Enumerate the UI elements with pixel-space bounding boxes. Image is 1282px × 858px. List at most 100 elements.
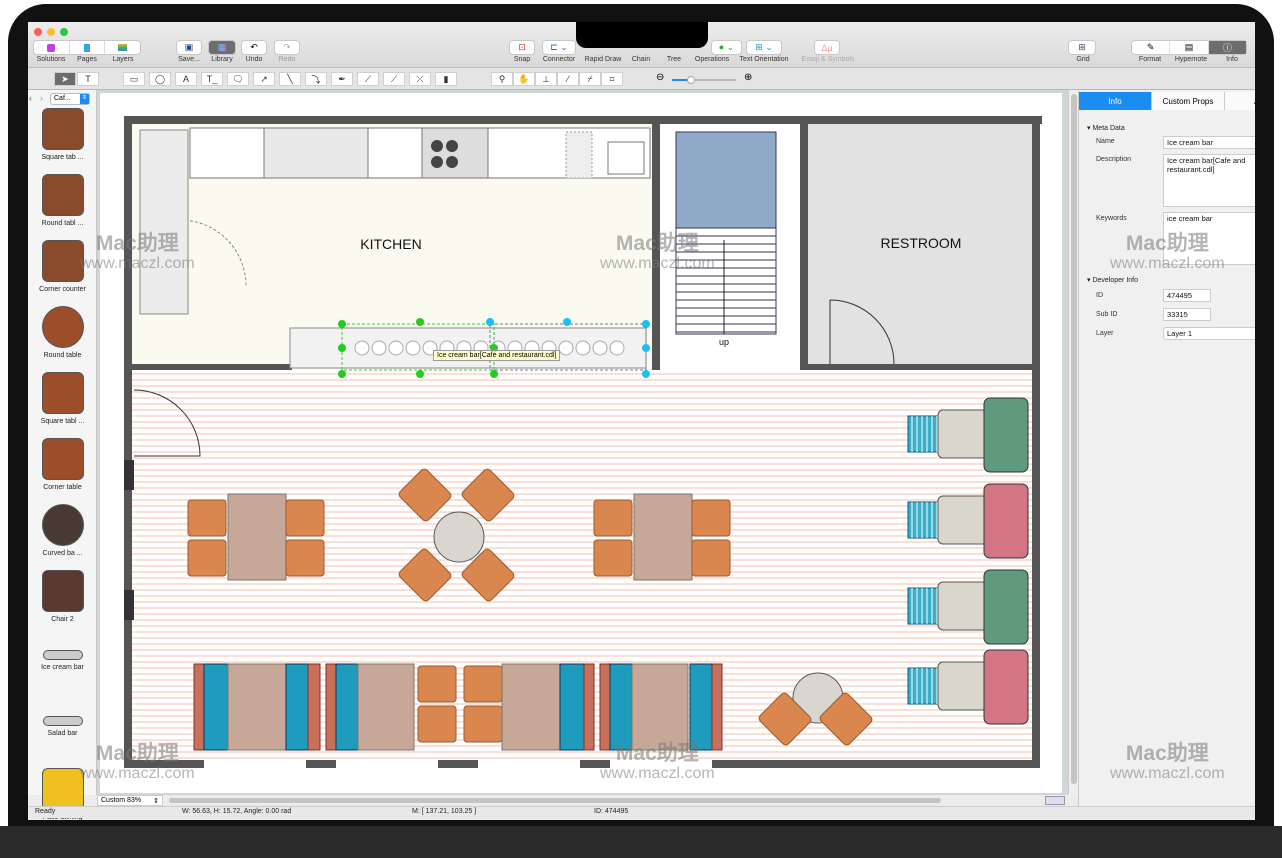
canvas-footer: Custom 83%⇕ xyxy=(97,795,1078,806)
keywords-field[interactable]: ice cream bar xyxy=(1163,212,1255,265)
zoom-in-icon[interactable]: ⊕ xyxy=(744,72,753,83)
hypernote-label: Hypernote xyxy=(1174,56,1208,63)
pages-icon xyxy=(84,43,90,52)
brush-tool-icon[interactable]: ⌿ xyxy=(579,72,601,86)
library-item[interactable]: Corner table xyxy=(28,434,97,491)
close-button[interactable] xyxy=(34,28,42,36)
wall xyxy=(580,760,610,768)
layers-button[interactable] xyxy=(105,41,140,54)
zoom-slider[interactable] xyxy=(672,76,736,84)
meta-data-section[interactable]: ▾ Meta Data xyxy=(1087,125,1125,132)
tree-label[interactable]: Tree xyxy=(666,56,682,63)
zoom-dropdown[interactable]: Custom 83%⇕ xyxy=(97,795,163,806)
library-selector[interactable]: Caf...⇕ xyxy=(50,93,90,105)
emoji-symbols-button[interactable]: Δμ xyxy=(814,40,840,55)
eyedropper-tool-icon[interactable]: ⁄ xyxy=(557,72,579,86)
bezier-tool-icon[interactable]: ⟋ xyxy=(357,72,379,86)
zoom-out-icon[interactable]: ⊖ xyxy=(656,72,665,83)
shape-tool-icon[interactable]: ▮ xyxy=(435,72,457,86)
line-tool-icon[interactable]: ╲ xyxy=(279,72,301,86)
undo-button[interactable]: ↶ xyxy=(241,40,267,55)
stamp-tool-icon[interactable]: ⊥ xyxy=(535,72,557,86)
selection-handle xyxy=(338,370,346,378)
rapid-draw-label[interactable]: Rapid Draw xyxy=(584,56,622,63)
pages-button[interactable] xyxy=(70,41,106,54)
redo-button[interactable]: ↷ xyxy=(274,40,300,55)
id-field[interactable]: 474495 xyxy=(1163,289,1211,302)
chair xyxy=(398,468,452,522)
bar-stool xyxy=(558,340,574,356)
selection-handle xyxy=(563,318,571,326)
connector-button[interactable]: ⊏ ⌄ xyxy=(542,40,576,55)
restroom-label: RESTROOM xyxy=(881,235,962,251)
arrow-tool-icon[interactable]: ↗ xyxy=(253,72,275,86)
chain-label[interactable]: Chain xyxy=(631,56,651,63)
library-item[interactable]: Round table xyxy=(28,302,97,359)
library-item[interactable]: Corner counter xyxy=(28,236,97,293)
text-orientation-button[interactable]: ⊞ ⌄ xyxy=(746,40,782,55)
booth-end xyxy=(711,663,723,751)
library-item[interactable]: Patio awning xyxy=(28,764,97,820)
search-zoom-icon[interactable]: ⚲ xyxy=(491,72,513,86)
horizontal-scrollbar[interactable] xyxy=(169,798,941,803)
library-item[interactable]: Round tabl ... xyxy=(28,170,97,227)
save-button[interactable]: ▣ xyxy=(176,40,202,55)
tab-info[interactable]: Info xyxy=(1079,92,1152,110)
hypernote-button[interactable]: ▤ xyxy=(1170,41,1209,54)
selection-handle xyxy=(642,344,650,352)
developer-info-section[interactable]: ▾ Developer Info xyxy=(1087,277,1138,284)
name-field[interactable]: Ice cream bar xyxy=(1163,136,1255,149)
zoom-button[interactable] xyxy=(60,28,68,36)
layer-dropdown[interactable]: Layer 1 xyxy=(1163,327,1255,340)
add-point-tool-icon[interactable]: ⟋ xyxy=(383,72,405,86)
tab-advanced[interactable]: Adv xyxy=(1225,92,1255,110)
select-tool-icon[interactable]: ➤ xyxy=(54,72,76,86)
fit-page-icon[interactable] xyxy=(1045,796,1065,805)
textbox-tool-icon[interactable]: T_ xyxy=(201,72,223,86)
booth-end xyxy=(193,663,205,751)
connector-label: Connector xyxy=(542,56,576,63)
operations-button[interactable]: ● ⌄ xyxy=(711,40,742,55)
ellipse-tool-icon[interactable]: ◯ xyxy=(149,72,171,86)
grid-button[interactable]: ⊞ xyxy=(1068,40,1096,55)
library-item-label: Corner table xyxy=(43,484,82,491)
booth-end xyxy=(325,663,337,751)
minimize-button[interactable] xyxy=(47,28,55,36)
pen-tool-icon[interactable]: ✒ xyxy=(331,72,353,86)
library-item[interactable]: Square tab ... xyxy=(28,104,97,161)
tab-custom-props[interactable]: Custom Props xyxy=(1152,92,1225,110)
library-button[interactable]: ▦ xyxy=(208,40,236,55)
library-item[interactable]: Square tabl ... xyxy=(28,368,97,425)
callout-tool-icon[interactable]: 🗨 xyxy=(227,72,249,86)
delete-point-tool-icon[interactable]: ⤫ xyxy=(409,72,431,86)
wall xyxy=(124,760,204,768)
hand-tool-icon[interactable]: ✋ xyxy=(513,72,535,86)
shape-tooltip: Ice cream bar[Café and restaurant.cdl] xyxy=(433,350,561,361)
crop-tool-icon[interactable]: ⌗ xyxy=(601,72,623,86)
solutions-button[interactable] xyxy=(34,41,70,54)
snap-button[interactable]: ⊡ xyxy=(509,40,535,55)
connector-icon: ⊏ ⌄ xyxy=(550,42,568,52)
text-select-tool-icon[interactable]: T xyxy=(77,72,99,86)
format-button[interactable]: ✎ xyxy=(1132,41,1171,54)
chair xyxy=(417,665,457,703)
arc-tool-icon[interactable]: ⤵ xyxy=(305,72,327,86)
info-button[interactable]: ⓘ xyxy=(1208,41,1246,54)
library-item-icon xyxy=(41,240,84,282)
back-icon[interactable]: ‹ xyxy=(29,93,32,103)
booth-seat xyxy=(559,663,585,751)
description-field[interactable]: Ice cream bar[Cafe and restaurant.cdl] xyxy=(1163,154,1255,207)
library-item[interactable]: Chair 2 xyxy=(28,566,97,623)
striped-chair xyxy=(907,587,941,625)
restroom-door xyxy=(829,299,895,365)
subid-field[interactable]: 33315 xyxy=(1163,308,1211,321)
library-item[interactable]: Ice cream bar xyxy=(28,632,97,671)
forward-icon[interactable]: › xyxy=(40,93,43,103)
text-tool-icon[interactable]: A xyxy=(175,72,197,86)
library-item[interactable]: Curved ba ... xyxy=(28,500,97,557)
vertical-scrollbar[interactable] xyxy=(1068,90,1078,795)
wall xyxy=(806,364,1040,370)
rectangle-tool-icon[interactable]: ▭ xyxy=(123,72,145,86)
library-item[interactable]: Salad bar xyxy=(28,698,97,737)
emoji-icon: Δμ xyxy=(821,42,833,53)
